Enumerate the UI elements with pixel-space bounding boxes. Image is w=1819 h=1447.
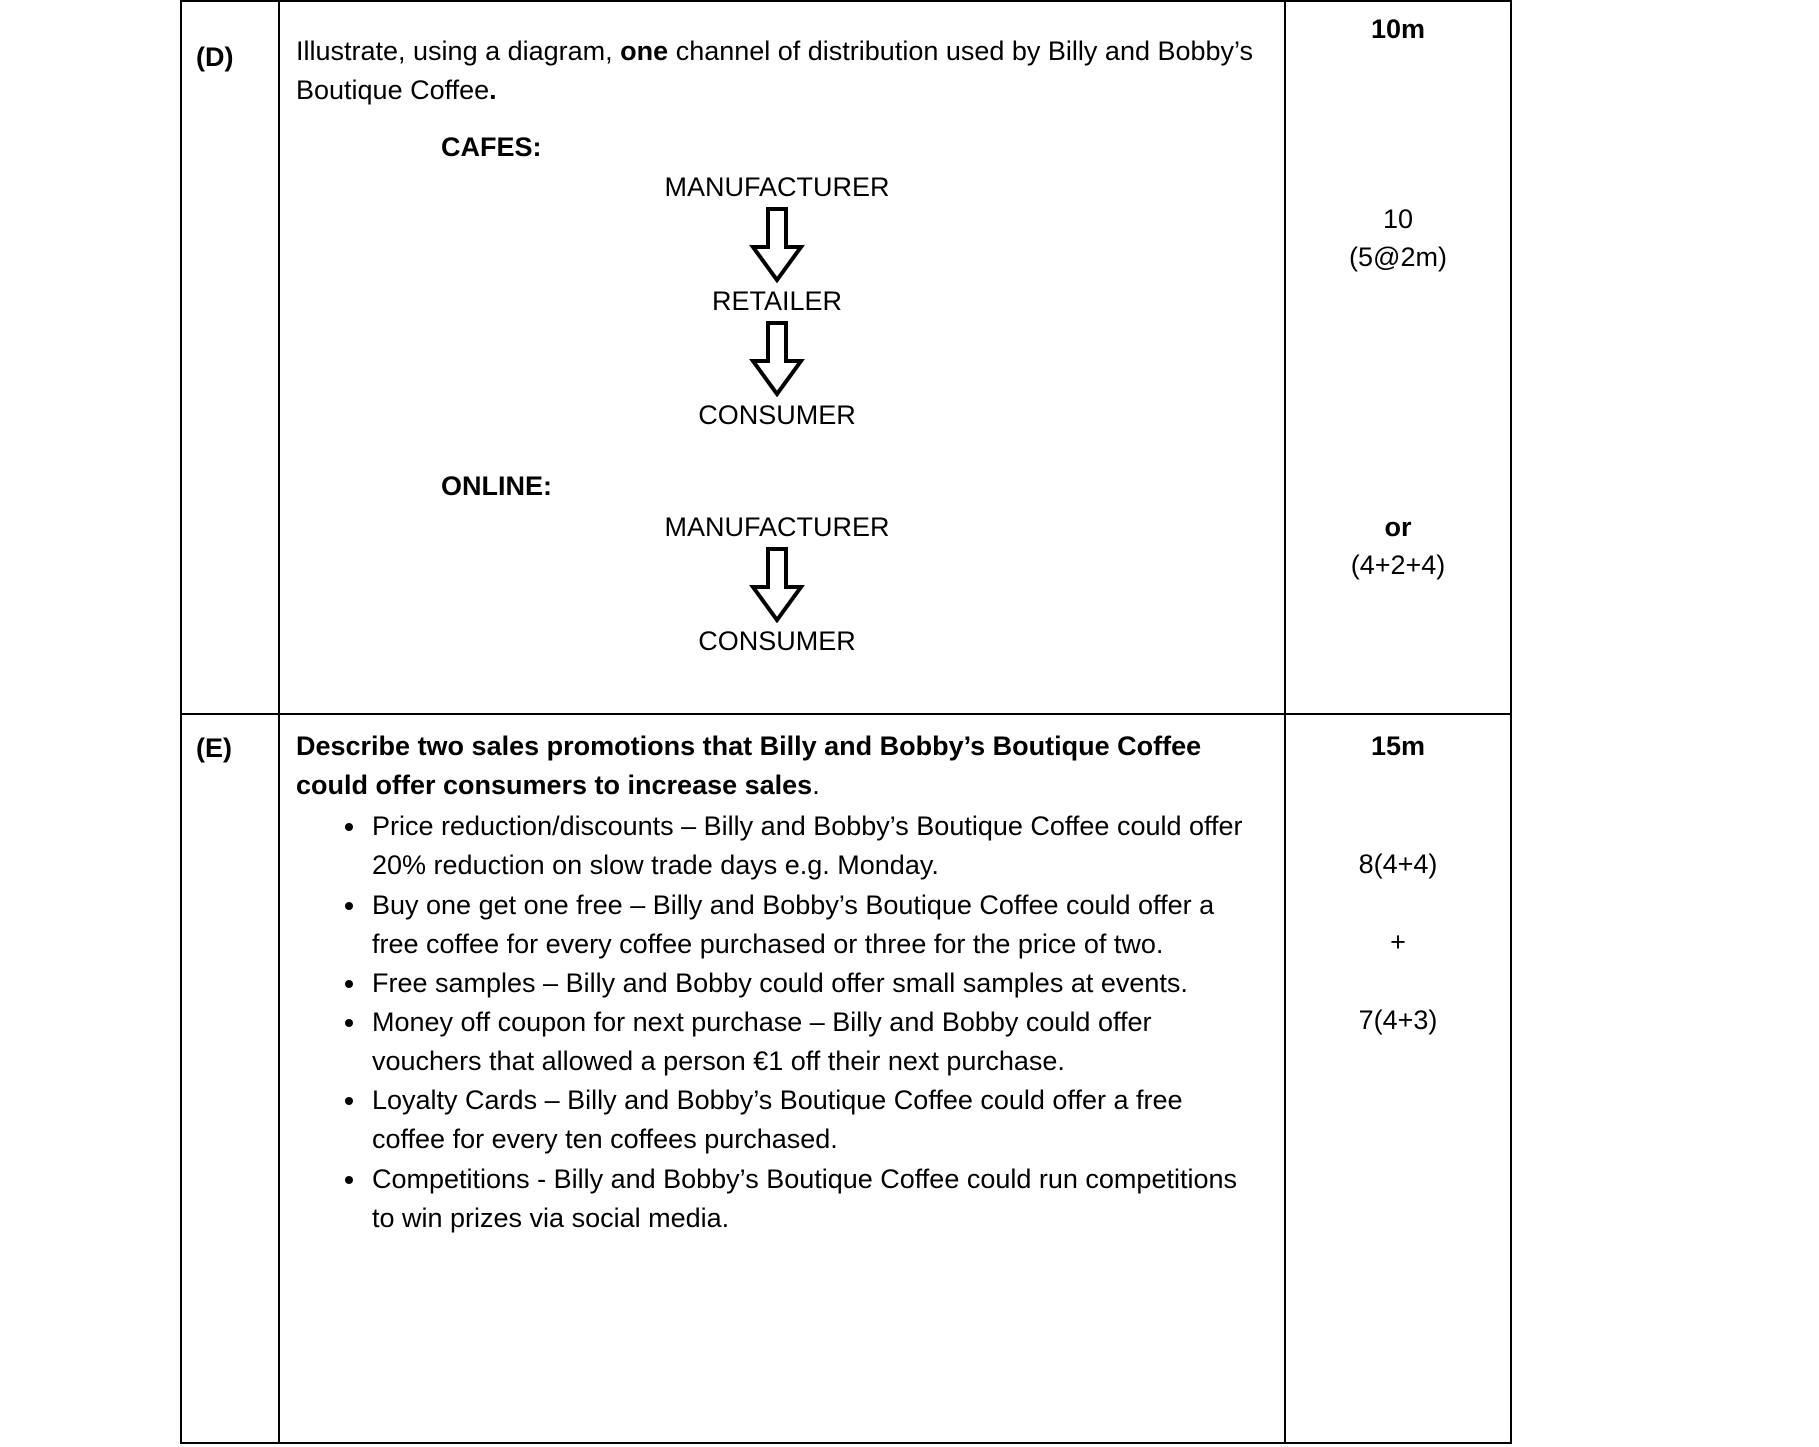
list-item: Money off coupon for next purchase – Bil…: [368, 1003, 1258, 1081]
marks-total: 15m: [1370, 731, 1426, 761]
sales-promotions-list: Price reduction/discounts – Billy and Bo…: [296, 807, 1258, 1238]
question-d-text-period: .: [489, 75, 497, 106]
question-d-text-emphasis: one: [620, 36, 669, 66]
question-d-text: Illustrate, using a diagram, one channel…: [296, 32, 1256, 110]
online-diagram-body: MANUFACTURER CONSUMER: [296, 509, 1258, 659]
marking-scheme-table: (D) Illustrate, using a diagram, one cha…: [180, 0, 1512, 1444]
diagram-node-consumer: CONSUMER: [698, 400, 856, 431]
online-distribution-diagram: ONLINE: MANUFACTURER CONSUMER: [296, 467, 1258, 658]
question-e-text-bold: Describe two sales promotions that Billy…: [296, 731, 1202, 801]
marks-alt-detail: (4+2+4): [1350, 550, 1446, 580]
marks-part-2: 7(4+3): [1358, 1005, 1438, 1035]
down-arrow-icon: [749, 321, 805, 398]
list-item: Loyalty Cards – Billy and Bobby’s Boutiq…: [368, 1081, 1258, 1159]
diagram-node-retailer: RETAILER: [711, 286, 843, 317]
marks-total: 10m: [1370, 14, 1426, 44]
question-d-label: (D): [196, 42, 234, 72]
marks-plus: +: [1390, 927, 1406, 957]
question-e-marks-cell: 15m 8(4+4) + 7(4+3): [1284, 715, 1510, 1442]
diagram-node-manufacturer: MANUFACTURER: [664, 511, 890, 542]
question-e-text-period: .: [812, 770, 820, 801]
cafes-diagram-body: MANUFACTURER RETAILER CONSUMER: [296, 169, 1258, 433]
cafes-heading: CAFES:: [441, 132, 542, 163]
list-item: Buy one get one free – Billy and Bobby’s…: [368, 886, 1258, 964]
question-d-text-part1: Illustrate, using a diagram,: [296, 36, 621, 66]
list-item: Price reduction/discounts – Billy and Bo…: [368, 807, 1258, 885]
diagram-node-manufacturer: MANUFACTURER: [664, 172, 890, 203]
list-item: Free samples – Billy and Bobby could off…: [368, 964, 1258, 1003]
question-e-text: Describe two sales promotions that Billy…: [296, 727, 1256, 805]
question-d-content-cell: Illustrate, using a diagram, one channel…: [278, 2, 1284, 715]
question-e-label: (E): [196, 733, 232, 763]
marks-part-1: 8(4+4): [1358, 849, 1438, 879]
marks-detail-2: (5@2m): [1349, 242, 1447, 272]
question-d-text-part3: channel of distribution used by Billy an…: [296, 36, 1254, 106]
question-e-content-cell: Describe two sales promotions that Billy…: [278, 715, 1284, 1442]
online-heading: ONLINE:: [441, 471, 552, 502]
cafes-distribution-diagram: CAFES: MANUFACTURER RETAILER CONSUMER: [296, 128, 1258, 433]
down-arrow-icon: [749, 207, 805, 284]
question-e-label-cell: (E): [182, 715, 278, 1442]
question-d-marks-cell: 10m 10 (5@2m) or (4+2+4): [1284, 2, 1510, 715]
marks-or-label: or: [1384, 512, 1412, 542]
down-arrow-icon: [749, 546, 805, 623]
list-item: Competitions - Billy and Bobby’s Boutiqu…: [368, 1160, 1258, 1238]
diagram-node-consumer: CONSUMER: [698, 625, 856, 656]
question-d-label-cell: (D): [182, 2, 278, 715]
marks-detail-1: 10: [1382, 204, 1414, 234]
